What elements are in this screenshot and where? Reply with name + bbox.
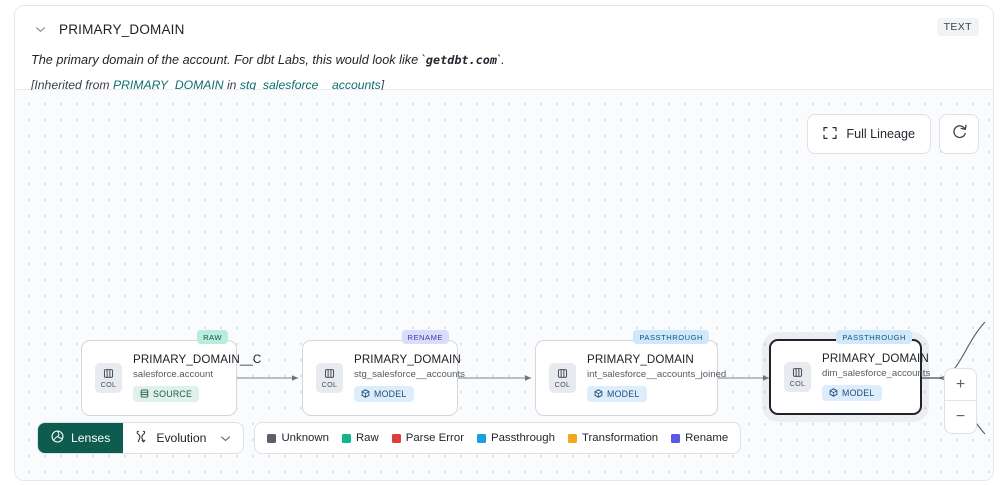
node-subtitle: dim_salesforce_accounts	[822, 368, 931, 380]
node-subtitle: salesforce.account	[133, 369, 213, 381]
legend-label: Parse Error	[405, 432, 464, 444]
node-tag: PASSTHROUGH	[633, 330, 709, 344]
legend-item: Rename	[671, 432, 728, 444]
column-icon-label: COL	[789, 378, 806, 388]
inherited-mid: in	[223, 77, 240, 92]
legend-swatch	[476, 433, 486, 443]
zoom-controls: + −	[944, 368, 977, 434]
lenses-label: Lenses	[71, 431, 111, 445]
legend-label: Rename	[685, 432, 729, 444]
lineage-canvas[interactable]: Full Lineage RAW COL	[15, 90, 993, 480]
node-kind-label: MODEL	[607, 389, 640, 400]
node-kind-badge: MODEL	[587, 386, 647, 403]
node-title: PRIMARY_DOMAIN	[587, 353, 694, 367]
node-body: PRIMARY_DOMAIN int_salesforce__accounts_…	[587, 353, 726, 403]
column-description: The primary domain of the account. For d…	[31, 52, 977, 70]
node-tag: PASSTHROUGH	[836, 330, 912, 344]
column-icon: COL	[95, 363, 122, 393]
lenses-evolution-group: Lenses Evolution	[37, 422, 245, 454]
lineage-node-selected[interactable]: PASSTHROUGH COL PRIMARY_DOMAIN dim_sales…	[769, 330, 930, 415]
node-body: PRIMARY_DOMAIN dim_salesforce_accounts M…	[822, 352, 930, 402]
expand-icon	[823, 126, 837, 143]
chevron-down-icon[interactable]	[31, 20, 49, 38]
chevron-down-icon[interactable]	[220, 433, 231, 444]
lineage-node[interactable]: RAW COL PRIMARY_DOMAIN__C salesforce.acc…	[81, 330, 261, 416]
legend-label: Unknown	[281, 432, 329, 444]
legend-item: Raw	[341, 432, 379, 444]
page-title: PRIMARY_DOMAIN	[59, 21, 185, 37]
inherited-from-note: [Inherited from PRIMARY_DOMAIN in stg_sa…	[31, 78, 977, 92]
legend-label: Transformation	[581, 432, 659, 444]
lineage-node[interactable]: RENAME COL PRIMARY_DOMAIN stg_salesforce…	[302, 330, 465, 416]
model-icon	[361, 389, 370, 400]
legend-item: Parse Error	[391, 432, 464, 444]
node-tag: RENAME	[401, 330, 449, 344]
lineage-node[interactable]: PASSTHROUGH COL PRIMARY_DOMAIN int_sales…	[535, 330, 726, 416]
node-title: PRIMARY_DOMAIN	[822, 352, 929, 366]
inherited-open: [Inherited from	[31, 77, 113, 92]
legend-item: Unknown	[267, 432, 329, 444]
column-icon: COL	[549, 363, 576, 393]
node-kind-badge: MODEL	[354, 386, 414, 403]
description-suffix: `.	[496, 53, 505, 67]
evolution-button[interactable]: Evolution	[123, 423, 243, 453]
refresh-icon	[951, 123, 968, 145]
lenses-button[interactable]: Lenses	[38, 423, 124, 453]
inherited-model-link[interactable]: stg_salesforce__accounts	[239, 77, 381, 92]
node-title: PRIMARY_DOMAIN__C	[133, 353, 262, 367]
legend-item: Passthrough	[476, 432, 555, 444]
legend-label: Passthrough	[490, 432, 555, 444]
node-body: PRIMARY_DOMAIN stg_salesforce__accounts …	[354, 353, 465, 403]
zoom-in-button[interactable]: +	[945, 369, 976, 401]
node-subtitle: int_salesforce__accounts_joined	[587, 369, 727, 381]
node-subtitle: stg_salesforce__accounts	[354, 369, 465, 381]
canvas-top-controls: Full Lineage	[807, 114, 979, 154]
column-icon-label: COL	[554, 379, 571, 389]
header-title-row: PRIMARY_DOMAIN	[31, 18, 977, 40]
node-kind-badge: SOURCE	[133, 386, 200, 403]
node-tag: RAW	[197, 330, 228, 344]
type-badge: TEXT	[936, 18, 979, 36]
aperture-icon	[51, 430, 64, 446]
canvas-bottom-toolbar: Lenses Evolution	[37, 422, 742, 454]
source-icon	[140, 389, 149, 400]
inherited-column-link[interactable]: PRIMARY_DOMAIN	[112, 77, 224, 92]
model-icon	[829, 388, 838, 399]
description-prefix: The primary domain of the account. For d…	[31, 53, 426, 67]
legend-swatch	[267, 433, 277, 443]
column-icon: COL	[784, 362, 811, 392]
model-icon	[594, 389, 603, 400]
legend-swatch	[391, 433, 401, 443]
lineage-legend: Unknown Raw Parse Error Passthrough Tran…	[254, 422, 742, 454]
legend-label: Raw	[355, 432, 379, 444]
legend-swatch	[671, 433, 681, 443]
node-kind-label: MODEL	[842, 388, 875, 399]
node-kind-label: MODEL	[374, 389, 407, 400]
evolution-icon	[135, 430, 149, 447]
inherited-close: ]	[380, 77, 385, 92]
node-kind-badge: MODEL	[822, 385, 882, 402]
full-lineage-button[interactable]: Full Lineage	[807, 114, 931, 154]
refresh-button[interactable]	[939, 114, 979, 154]
panel-header: PRIMARY_DOMAIN TEXT The primary domain o…	[15, 6, 993, 92]
column-icon-label: COL	[100, 379, 117, 389]
full-lineage-label: Full Lineage	[846, 127, 915, 141]
column-icon-label: COL	[321, 379, 338, 389]
legend-swatch	[341, 433, 351, 443]
evolution-label: Evolution	[156, 431, 207, 445]
legend-item: Transformation	[567, 432, 659, 444]
node-kind-label: SOURCE	[153, 389, 193, 400]
column-lineage-panel: PRIMARY_DOMAIN TEXT The primary domain o…	[14, 5, 994, 481]
node-body: PRIMARY_DOMAIN__C salesforce.account SOU…	[133, 353, 261, 403]
description-code: getdbt.com	[425, 53, 497, 67]
node-title: PRIMARY_DOMAIN	[354, 353, 461, 367]
legend-swatch	[567, 433, 577, 443]
column-icon: COL	[316, 363, 343, 393]
zoom-out-button[interactable]: −	[955, 408, 966, 425]
